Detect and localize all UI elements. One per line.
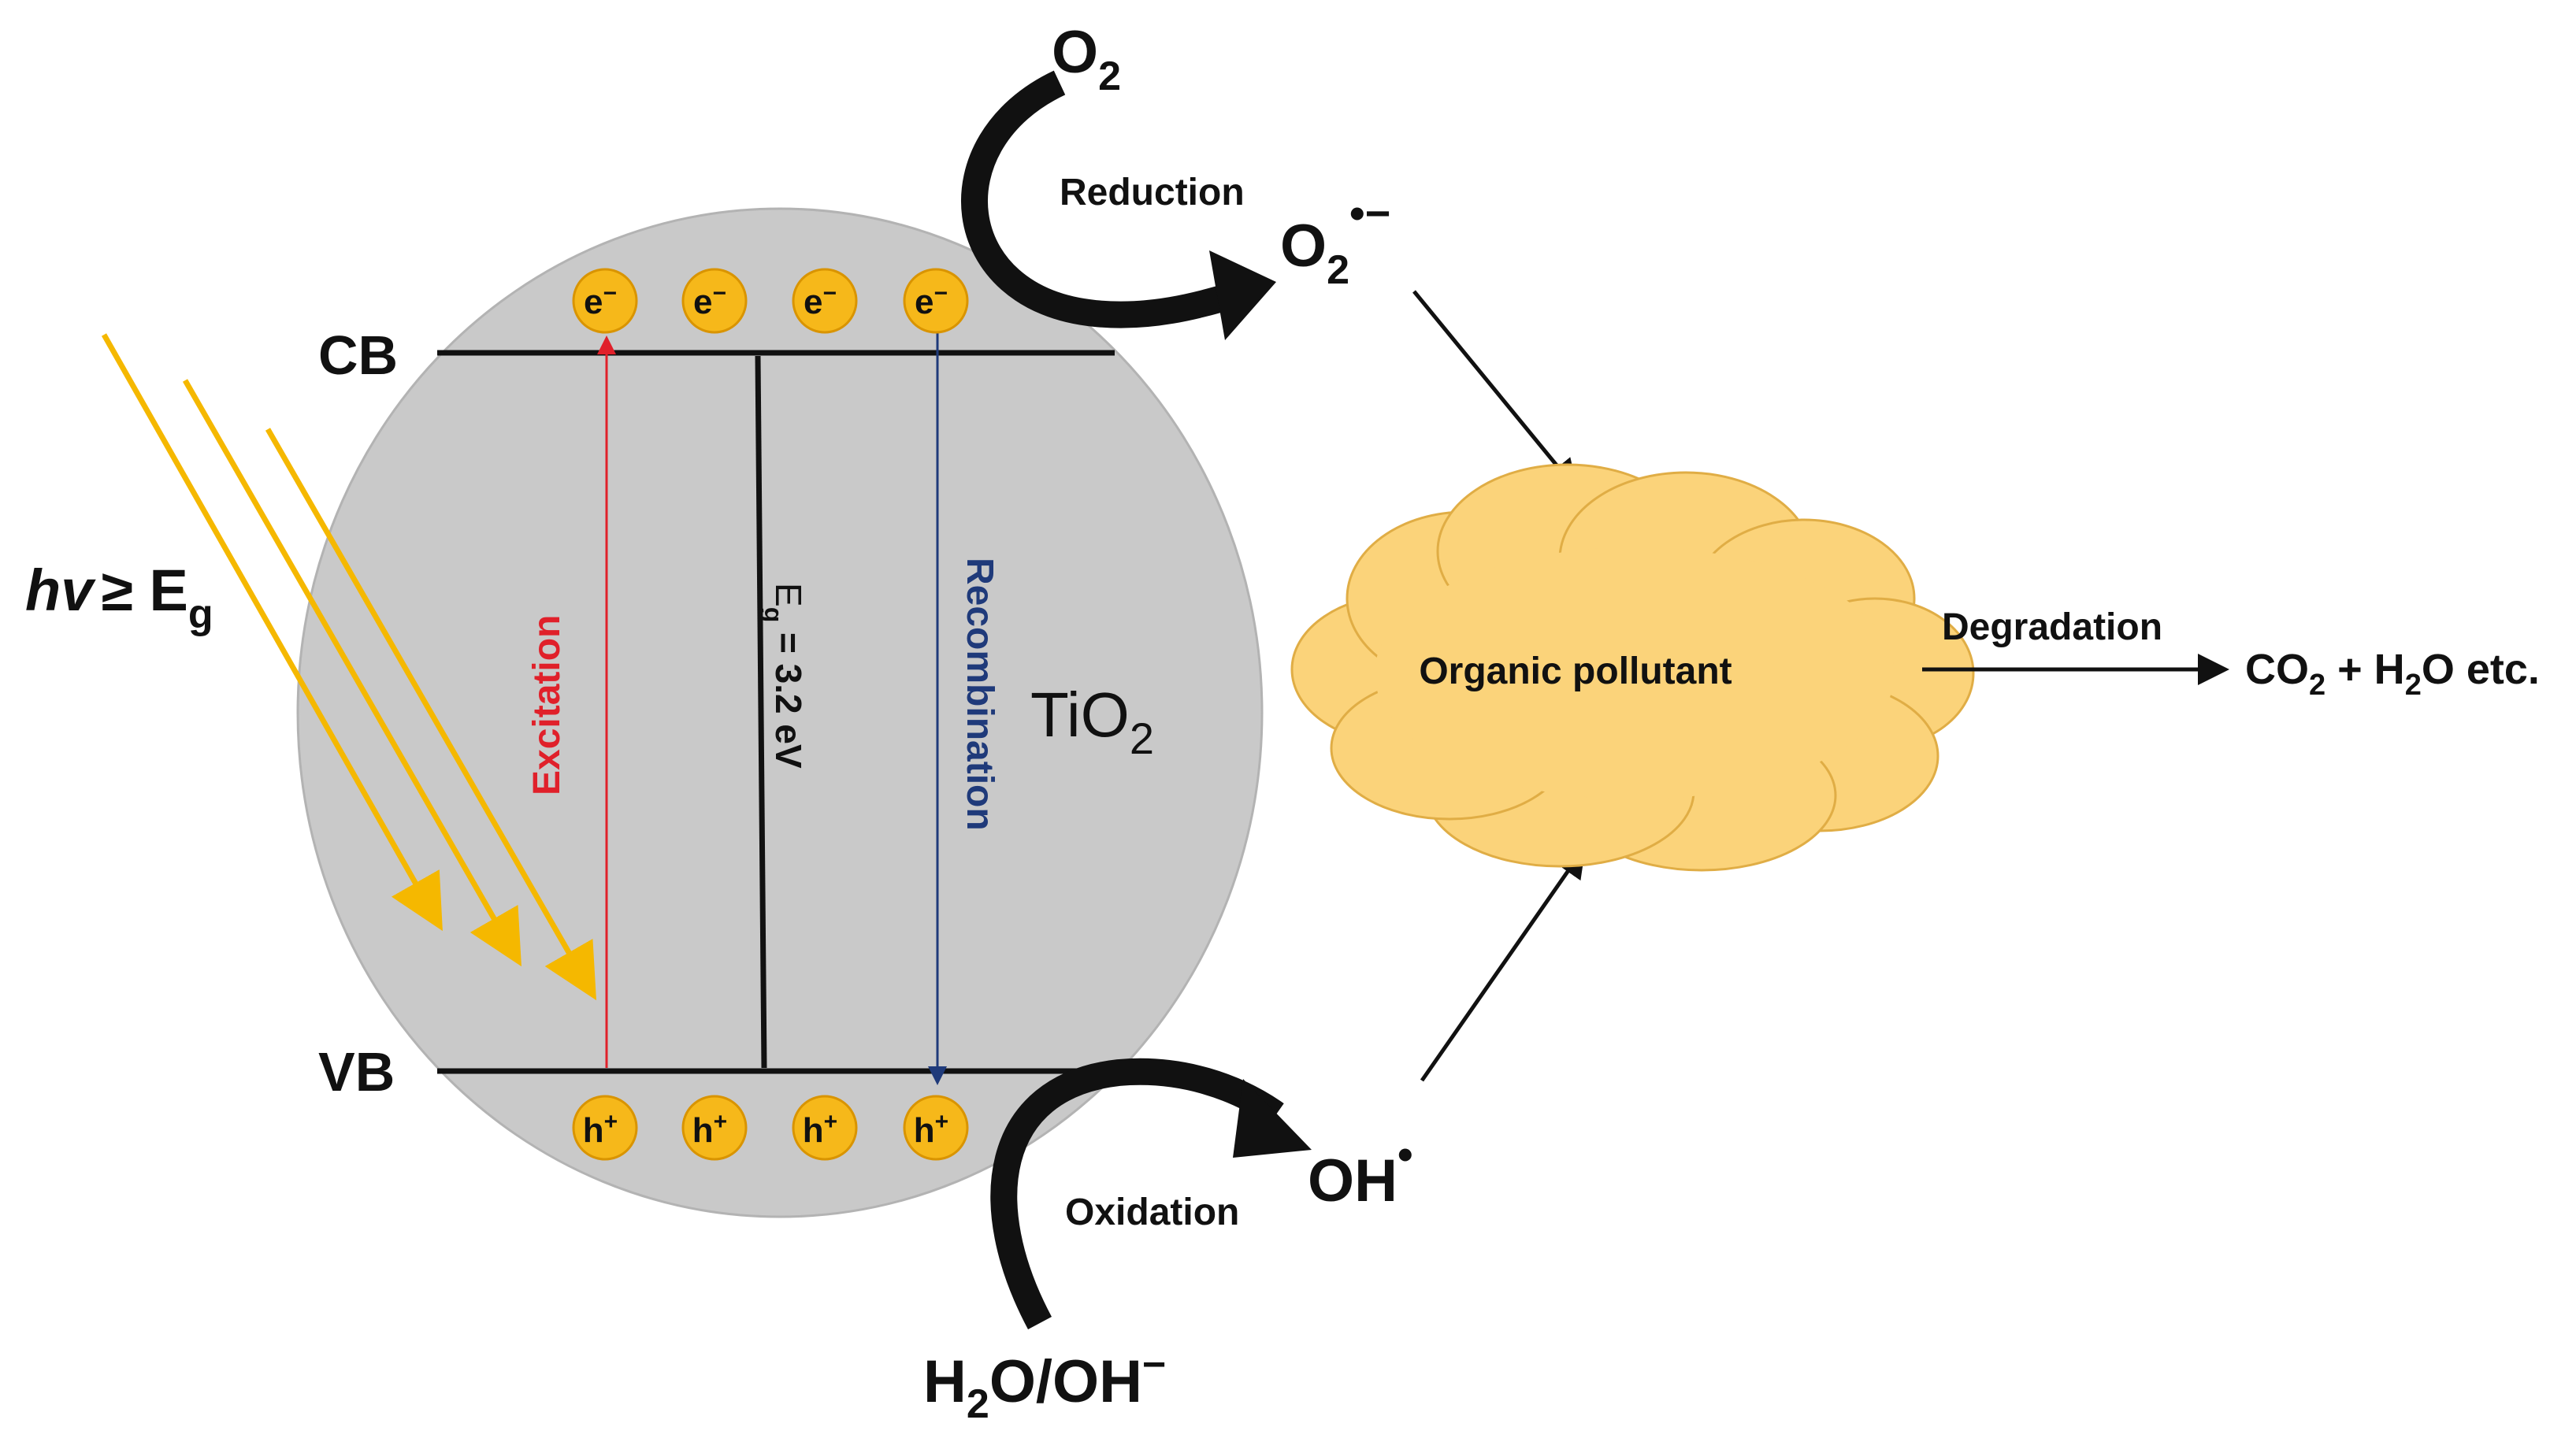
hydroxyl-to-pollutant-arrow xyxy=(1420,845,1586,1082)
degradation-label: Degradation xyxy=(1942,606,2162,648)
oxidation-arrowhead xyxy=(1233,1079,1312,1158)
band-gap-line xyxy=(755,355,767,1069)
light-ray-3 xyxy=(265,428,596,1001)
electron-1: e− xyxy=(572,268,638,334)
vb-label: VB xyxy=(318,1041,395,1103)
pollutant-label: Organic pollutant xyxy=(1419,651,1732,692)
svg-text:h+: h+ xyxy=(803,1109,837,1150)
gap-value: = 3.2 eV xyxy=(768,622,809,769)
reduction-label: Reduction xyxy=(1060,172,1245,213)
hole-3: h+ xyxy=(792,1095,858,1161)
svg-text:h+: h+ xyxy=(583,1109,618,1150)
tio2-label: TiO2 xyxy=(1030,680,1154,763)
hole-1: h+ xyxy=(572,1095,638,1161)
hv-symbol: hv xyxy=(25,558,96,623)
electrons: e− e− e− e− xyxy=(572,268,969,334)
superoxide-product: O2•− xyxy=(1280,188,1390,293)
svg-text:e−: e− xyxy=(915,280,948,321)
water-reactant: H2O/OH− xyxy=(923,1342,1166,1427)
light-ray-2 xyxy=(182,379,522,967)
light-energy-label: hv≥ Eg xyxy=(25,558,213,637)
oxidation-curved-arrow xyxy=(990,1058,1284,1329)
electron-4: e− xyxy=(903,268,969,334)
hydroxyl-product: OH• xyxy=(1308,1129,1413,1214)
hole-4: h+ xyxy=(903,1095,969,1161)
o2-reactant: O2 xyxy=(1052,19,1121,99)
light-ray-1 xyxy=(101,333,443,932)
reduction-curved-arrow xyxy=(961,70,1237,328)
cb-label: CB xyxy=(318,324,398,386)
holes: h+ h+ h+ h+ xyxy=(572,1095,969,1161)
recombination-label: Recombination xyxy=(959,558,1000,831)
organic-pollutant-cloud xyxy=(1290,463,1975,872)
light-rays xyxy=(101,333,596,1001)
svg-text:e−: e− xyxy=(584,280,617,321)
excitation-label: Excitation xyxy=(526,615,568,795)
superoxide-to-pollutant-arrow xyxy=(1412,290,1579,491)
svg-text:h+: h+ xyxy=(692,1109,727,1150)
hole-2: h+ xyxy=(681,1095,748,1161)
reduction-arrowhead xyxy=(1209,250,1276,340)
svg-text:e−: e− xyxy=(693,280,726,321)
electron-2: e− xyxy=(681,268,748,334)
gap-e: E xyxy=(768,583,809,607)
gap-sub: g xyxy=(759,607,788,623)
svg-text:e−: e− xyxy=(804,280,837,321)
tio2-particle xyxy=(296,207,1264,1218)
oxidation-label: Oxidation xyxy=(1065,1192,1239,1233)
svg-text:h+: h+ xyxy=(914,1109,948,1150)
electron-3: e− xyxy=(792,268,858,334)
band-gap-label: Eg = 3.2 eV xyxy=(759,583,809,769)
degradation-products: CO2 + H2O etc. xyxy=(2245,646,2540,702)
